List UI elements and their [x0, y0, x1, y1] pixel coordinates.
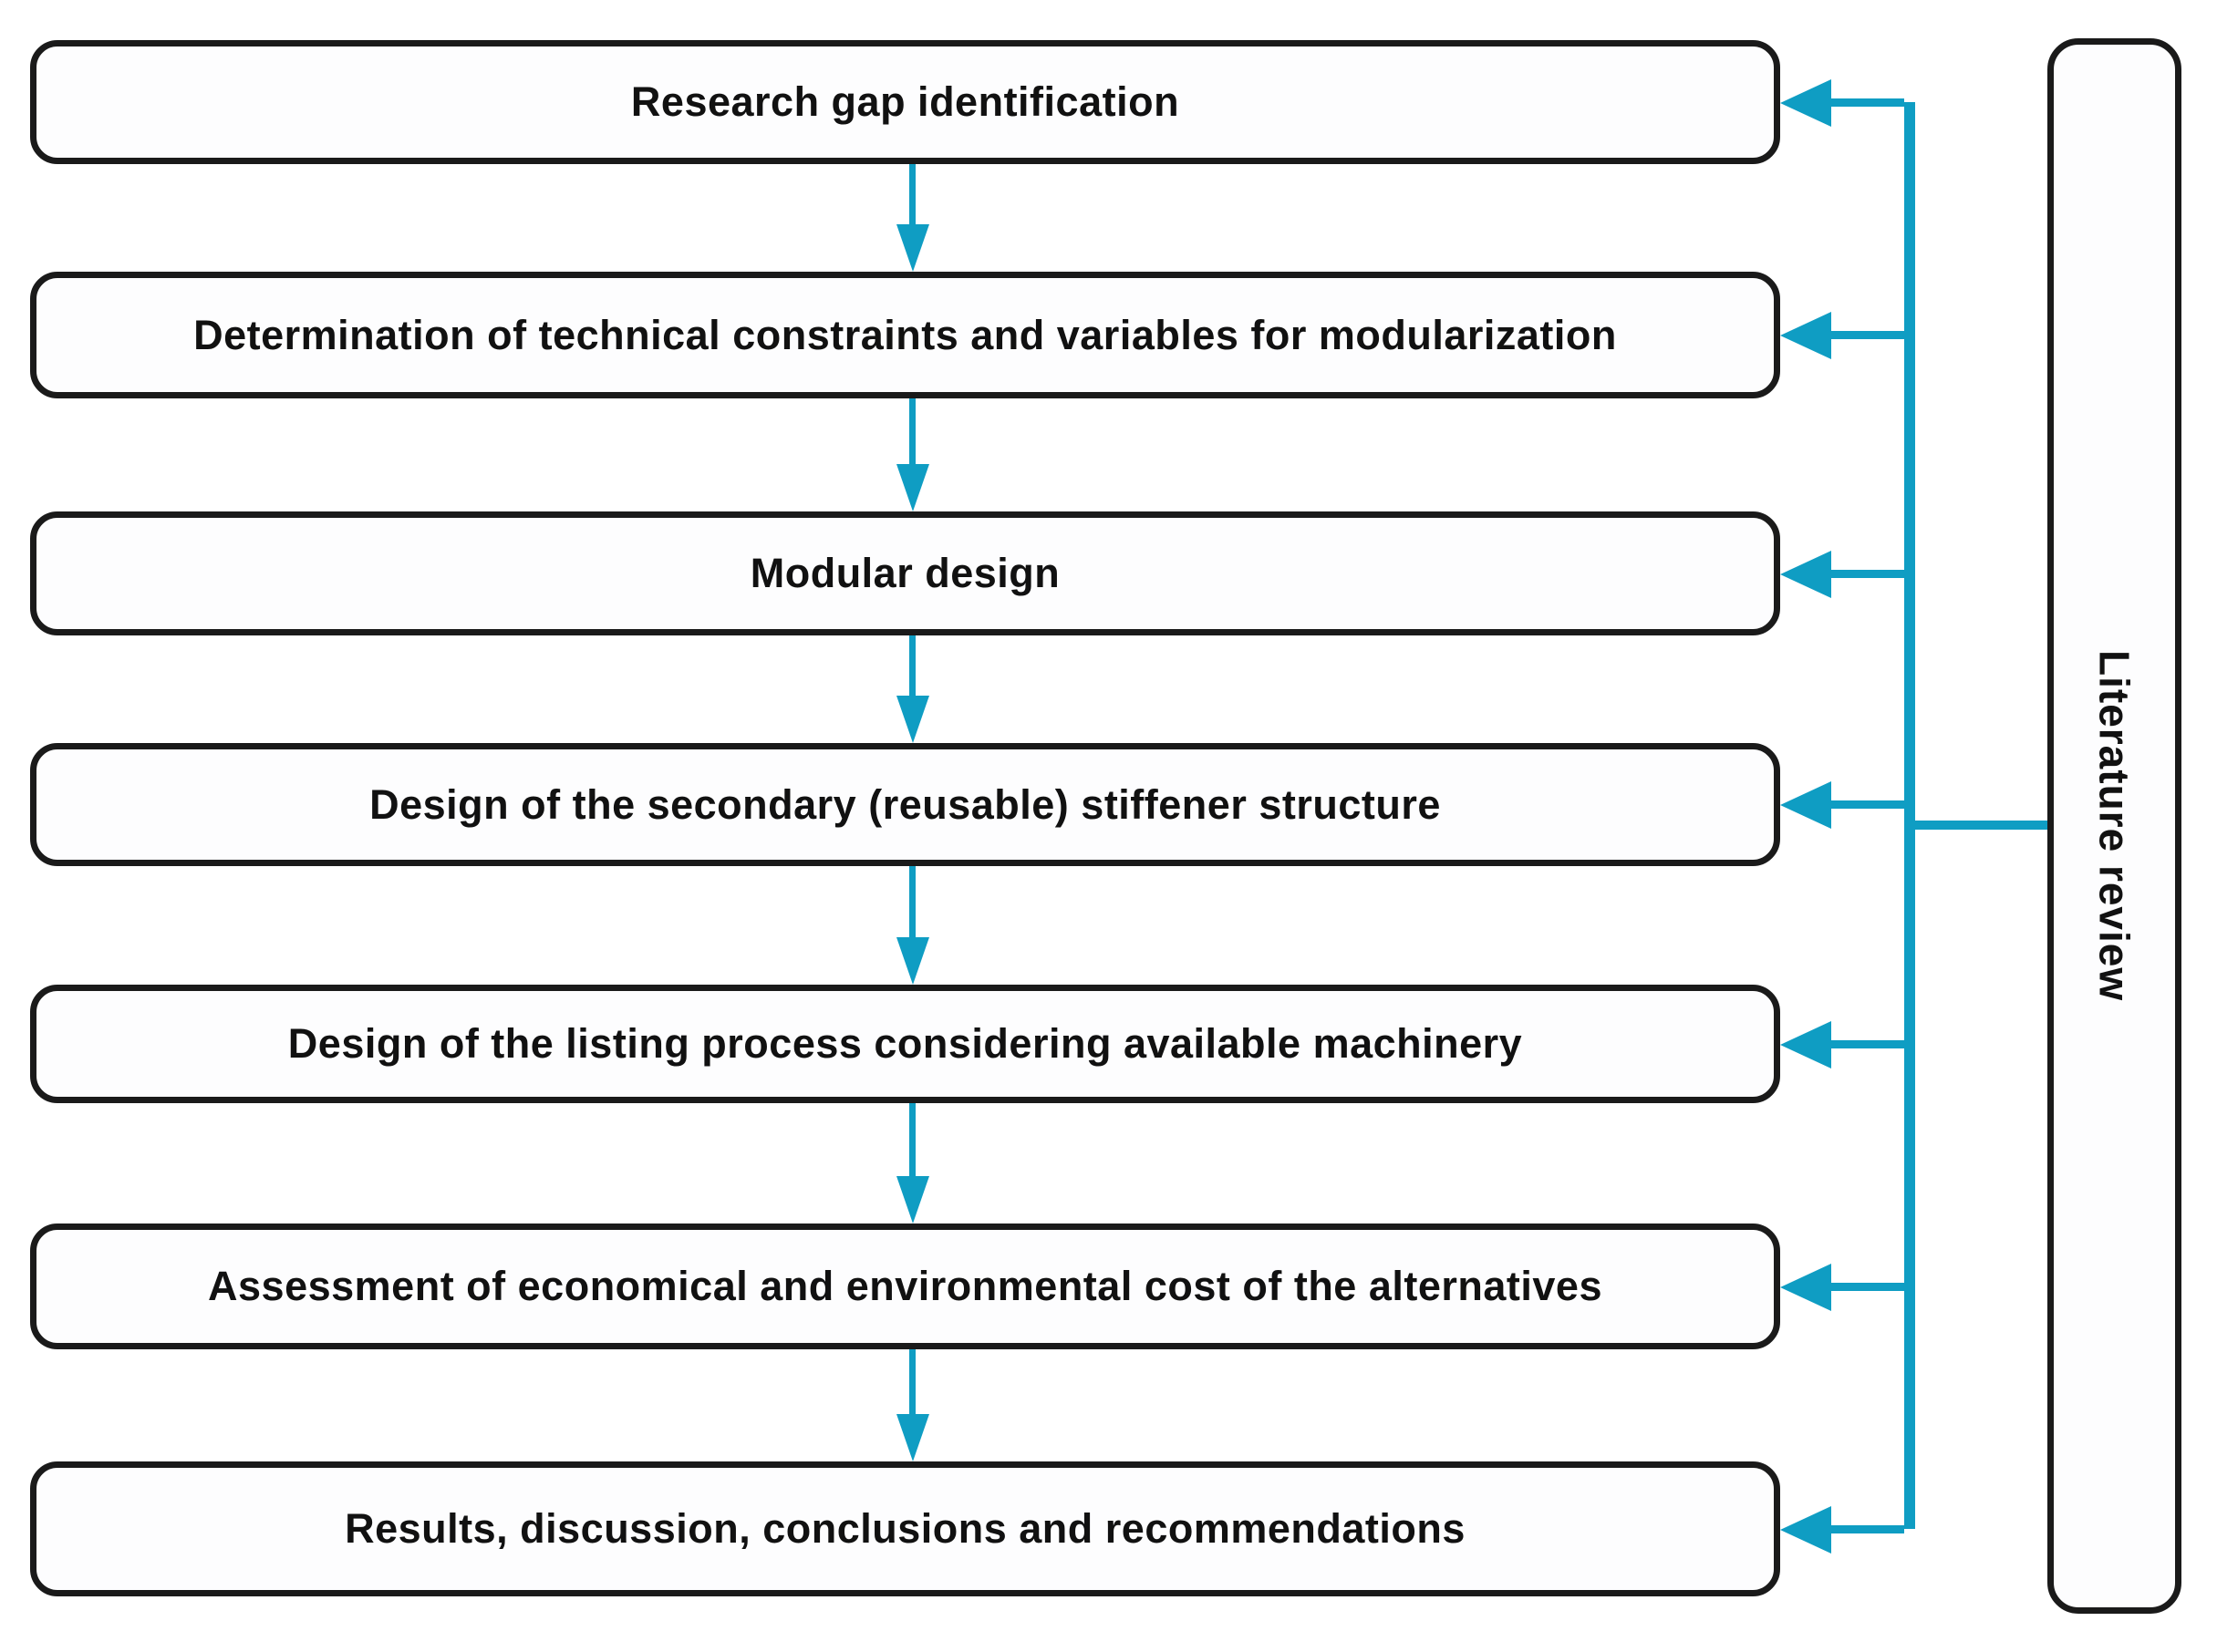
flow-step-technical-constraints: Determination of technical constraints a… — [30, 272, 1780, 398]
left-arrow-icon — [1831, 1525, 1904, 1533]
left-arrow-icon — [1831, 98, 1904, 107]
flow-step-stiffener-structure: Design of the secondary (reusable) stiff… — [30, 743, 1780, 866]
flow-step-listing-process: Design of the listing process considerin… — [30, 985, 1780, 1103]
left-arrow-icon — [1831, 800, 1904, 809]
literature-connector-line — [1910, 821, 2053, 830]
left-arrow-icon — [1831, 1040, 1904, 1048]
down-arrow-icon — [909, 1349, 916, 1414]
flow-step-modular-design: Modular design — [30, 511, 1780, 635]
down-arrow-icon — [909, 164, 916, 224]
down-arrow-icon — [909, 635, 916, 696]
literature-distribution-line — [1904, 102, 1915, 1529]
left-arrow-icon — [1831, 331, 1904, 339]
left-arrow-icon — [1831, 1283, 1904, 1291]
flow-step-results: Results, discussion, conclusions and rec… — [30, 1461, 1780, 1596]
flow-step-cost-assessment: Assessment of economical and environment… — [30, 1224, 1780, 1349]
down-arrow-icon — [909, 1103, 916, 1176]
down-arrow-icon — [909, 866, 916, 937]
down-arrow-icon — [909, 398, 916, 464]
left-arrow-icon — [1831, 570, 1904, 578]
literature-review-box: Literature review — [2047, 38, 2181, 1614]
literature-review-label: Literature review — [2090, 650, 2139, 1002]
flow-step-research-gap: Research gap identification — [30, 40, 1780, 164]
